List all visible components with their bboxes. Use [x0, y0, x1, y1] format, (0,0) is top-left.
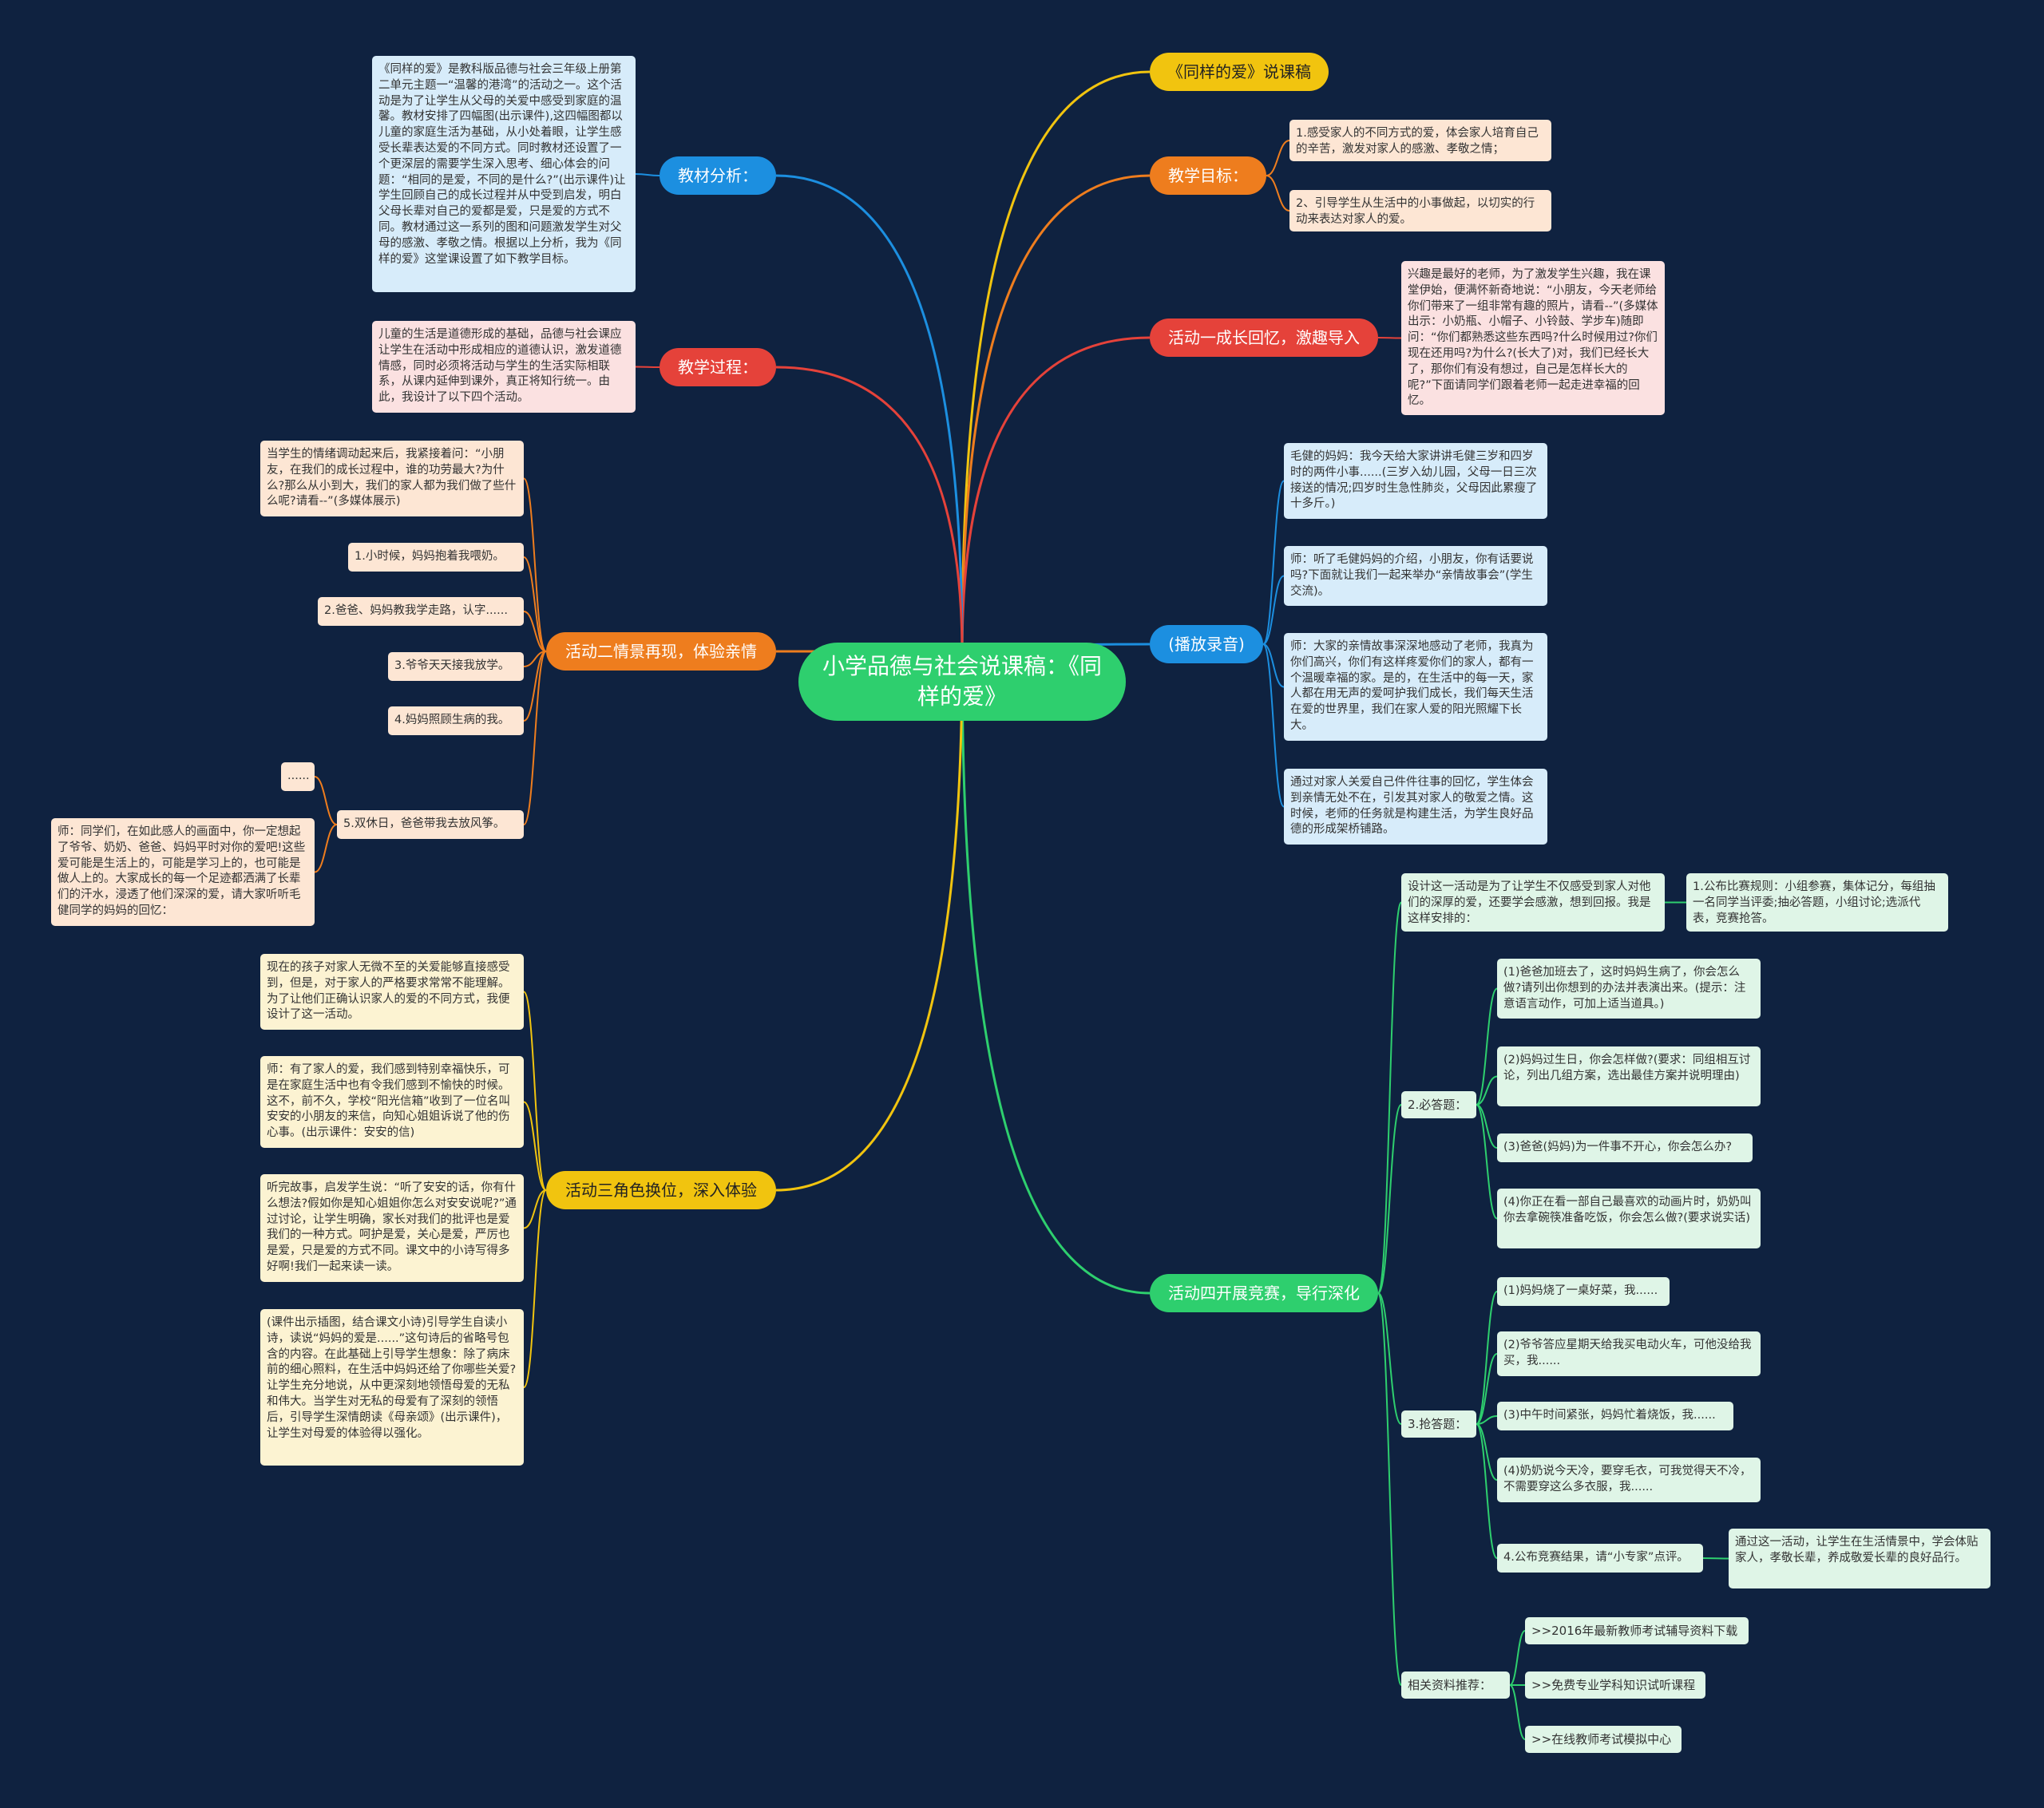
scene-5: 5.双休日，爸爸带我去放风筝。	[337, 810, 524, 839]
link-l-h2ell	[314, 776, 338, 825]
ellipsis-note: ......	[281, 762, 315, 791]
link-l-qd2	[1476, 1415, 1498, 1425]
activity-3-item-1: 现在的孩子对家人无微不至的关爱能够直接感受到，但是，对于家人的严格要求常常不能理…	[260, 954, 524, 1030]
link-l-h4intro	[1377, 901, 1402, 1294]
required-question-4: (4)你正在看一部自己最喜欢的动画片时，奶奶叫你去拿碗筷准备吃饭，你会怎么做?(…	[1497, 1189, 1761, 1248]
link-b-huodong4	[961, 654, 1151, 1295]
link-s-qiangda	[1377, 1292, 1402, 1425]
recording-item-1: 毛健的妈妈：我今天给大家讲讲毛健三岁和四岁时的两件小事......(三岁入幼儿园…	[1284, 443, 1547, 519]
link-l-mubiao1	[1266, 175, 1290, 212]
branch-activity-1[interactable]: 活动一成长回忆，激趣导入	[1150, 318, 1378, 357]
link-l-h2i0	[523, 556, 547, 652]
branch-textbook-analysis[interactable]: 教材分析：	[660, 156, 776, 195]
goal-2: 2、引导学生从生活中的小事做起，以切实的行动来表达对家人的爱。	[1289, 190, 1551, 231]
textbook-analysis-text: 《同样的爱》是教科版品德与社会三年级上册第二单元主题一“温馨的港湾”的活动之一。…	[372, 56, 636, 292]
link-l-h3i3	[523, 1189, 547, 1388]
goal-1: 1.感受家人的不同方式的爱，体会家人培育自己的辛苦，激发对家人的感激、孝敬之情；	[1289, 120, 1551, 161]
link-l-h3i1	[523, 1101, 547, 1191]
link-l-zl2	[1509, 1684, 1526, 1740]
branch-play-recording[interactable]: (播放录音)	[1150, 625, 1263, 663]
scene-4: 4.妈妈照顾生病的我。	[388, 706, 524, 735]
teacher-note: 师：同学们，在如此感人的画面中，你一定想起了爷爷、奶奶、爸爸、妈妈平时对你的爱吧…	[51, 818, 315, 926]
link-s-ziliao	[1377, 1292, 1402, 1686]
link-l-bida2	[1476, 1104, 1498, 1149]
required-question-2: (2)妈妈过生日，你会怎样做?(要求：同组相互讨论，列出几组方案，选出最佳方案并…	[1497, 1046, 1761, 1106]
link-l-qdres	[1476, 1423, 1498, 1559]
recording-item-3: 师：大家的亲情故事深深地感动了老师，我真为你们高兴，你们有这样疼爱你们的家人，都…	[1284, 633, 1547, 741]
link-l-mubiao0	[1266, 140, 1290, 176]
link-l-jiaocai	[635, 173, 660, 176]
required-questions[interactable]: 2.必答题：	[1401, 1091, 1476, 1118]
link-b-jiaocai	[775, 174, 964, 655]
competition-result: 4.公布竞赛结果，请“小专家”点评。	[1497, 1544, 1703, 1573]
link-l-qd1	[1476, 1353, 1498, 1425]
link-s-bida	[1377, 1104, 1402, 1294]
competition-rules: 1.公布比赛规则：小组参赛，集体记分，每组抽一名同学当评委;抽必答题，小组讨论;…	[1686, 873, 1948, 932]
link-l-zl0	[1509, 1630, 1526, 1686]
link-l-h2intro	[523, 477, 547, 652]
resource-link-2[interactable]: >>免费专业学科知识试听课程	[1525, 1672, 1705, 1699]
scene-3: 3.爷爷天天接我放学。	[388, 652, 524, 681]
activity-2-intro: 当学生的情绪调动起来后，我紧接着问：“小朋友，在我们的成长过程中，谁的功劳最大?…	[260, 441, 524, 516]
scene-1: 1.小时候，妈妈抱着我喂奶。	[348, 543, 524, 572]
central-topic[interactable]: 小学品德与社会说课稿：《同样的爱》	[798, 643, 1126, 721]
activity-3-item-3: 听完故事，启发学生说：“听了安安的话，你有什么想法?假如你是知心姐姐你怎么对安安…	[260, 1174, 524, 1282]
rush-question-3: (3)中午时间紧张，妈妈忙着烧饭，我......	[1497, 1402, 1733, 1430]
link-l-qdnote	[1702, 1557, 1729, 1560]
branch-activity-2[interactable]: 活动二情景再现，体验亲情	[546, 632, 776, 671]
resource-link-1[interactable]: >>2016年最新教师考试辅导资料下载	[1525, 1617, 1749, 1644]
link-l-bofang2	[1262, 643, 1285, 688]
link-b-huodong1	[961, 336, 1151, 655]
link-l-h3i0	[523, 991, 547, 1191]
activity-4-intro: 设计这一活动是为了让学生不仅感受到家人对他们的深厚的爱，还要学会感激，想到回报。…	[1401, 873, 1665, 932]
link-b-shuokegao	[961, 70, 1151, 655]
resource-link-3[interactable]: >>在线教师考试模拟中心	[1525, 1726, 1682, 1753]
rush-questions[interactable]: 3.抢答题：	[1401, 1410, 1476, 1438]
rush-question-1: (1)妈妈烧了一桌好菜，我......	[1497, 1277, 1670, 1306]
recording-item-2: 师：听了毛健妈妈的介绍，小朋友，你有话要说吗?下面就让我们一起来举办“亲情故事会…	[1284, 546, 1547, 606]
competition-result-note: 通过这一活动，让学生在生活情景中，学会体贴家人，孝敬长辈，养成敬爱长辈的良好品行…	[1729, 1529, 1991, 1588]
link-l-qd0	[1476, 1291, 1498, 1425]
link-b-guocheng	[775, 366, 964, 655]
rush-question-4: (4)奶奶说今天冷，要穿毛衣，可我觉得天不冷，不需要穿这么多衣服，我......	[1497, 1458, 1761, 1502]
link-l-bofang3	[1262, 643, 1285, 808]
teaching-process-text: 儿童的生活是道德形成的基础，品德与社会课应让学生在活动中形成相应的道德认识，激发…	[372, 321, 636, 413]
branch-teaching-goals[interactable]: 教学目标：	[1150, 156, 1266, 195]
branch-shuokegao[interactable]: 《同样的爱》说课稿	[1150, 53, 1329, 91]
required-question-3: (3)爸爸(妈妈)为一件事不开心，你会怎么办?	[1497, 1133, 1753, 1162]
link-b-mubiao	[961, 174, 1151, 655]
link-b-huodong3	[775, 654, 964, 1192]
link-l-h2i1	[523, 611, 547, 652]
link-l-h3i2	[523, 1189, 547, 1229]
branch-activity-3[interactable]: 活动三角色换位，深入体验	[546, 1171, 776, 1209]
link-l-h2i4	[523, 651, 547, 825]
link-l-bida0	[1476, 987, 1498, 1106]
link-l-bofang0	[1262, 480, 1285, 645]
related-resources[interactable]: 相关资料推荐：	[1401, 1672, 1510, 1699]
rush-question-2: (2)爷爷答应星期天给我买电动火车，可他没给我买，我......	[1497, 1331, 1761, 1376]
link-l-qd3	[1476, 1423, 1498, 1481]
link-l-guocheng	[635, 366, 660, 368]
link-l-h2i3	[523, 651, 547, 722]
scene-2: 2.爸爸、妈妈教我学走路，认字......	[318, 597, 524, 626]
branch-teaching-process[interactable]: 教学过程：	[660, 348, 776, 386]
required-question-1: (1)爸爸加班去了，这时妈妈生病了，你会怎么做?请列出你想到的办法并表演出来。(…	[1497, 959, 1761, 1019]
central-topic-label: 小学品德与社会说课稿：《同样的爱》	[822, 653, 1102, 710]
link-l-bida3	[1476, 1104, 1498, 1220]
link-l-bida1	[1476, 1075, 1498, 1106]
activity-3-item-2: 师：有了家人的爱，我们感到特别幸福快乐，可是在家庭生活中也有令我们感到不愉快的时…	[260, 1056, 524, 1148]
recording-item-4: 通过对家人关爱自己件件往事的回忆，学生体会到亲情无处不在，引发其对家人的敬爱之情…	[1284, 769, 1547, 845]
link-l-h2note	[314, 824, 338, 873]
activity-1-text: 兴趣是最好的老师，为了激发学生兴趣，我在课堂伊始，便满怀新奇地说：“小朋友，今天…	[1401, 261, 1665, 415]
link-l-bofang1	[1262, 575, 1285, 645]
branch-activity-4[interactable]: 活动四开展竞赛，导行深化	[1150, 1274, 1378, 1312]
activity-3-item-4: (课件出示插图，结合课文小诗)引导学生自读小诗，读说“妈妈的爱是......”这…	[260, 1309, 524, 1466]
